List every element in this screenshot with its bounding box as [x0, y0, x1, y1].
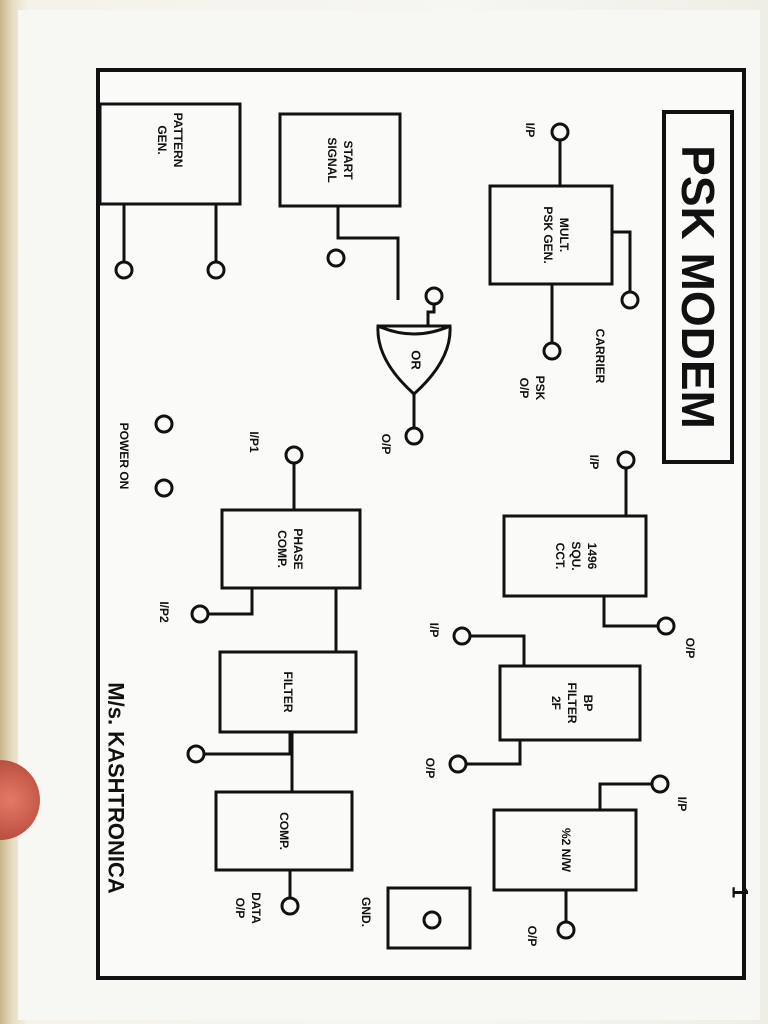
mult-label-2: PSK GEN. [541, 206, 555, 263]
or-gate-label: OR [409, 350, 424, 370]
bp-op-label: O/P [423, 758, 437, 779]
squ-label-2: SQU. [569, 541, 583, 570]
squaring-circuit-block [502, 514, 648, 598]
bp-label-1: BP [581, 695, 595, 712]
pattern-label-2: GEN. [155, 125, 169, 154]
or-output-socket[interactable] [404, 426, 424, 446]
data-op-label-2: O/P [233, 898, 247, 919]
psk-op-label-1: PSK [533, 376, 547, 401]
phase-ip2-socket[interactable] [190, 604, 210, 624]
div-input-socket[interactable] [650, 774, 670, 794]
start-label-2: SIGNAL [325, 137, 339, 182]
terminal-labels: I/P CARRIER PSK O/P O/P I/P O/P I/P O/P … [117, 123, 697, 947]
phase-ip1-socket[interactable] [284, 445, 304, 465]
filter-block [218, 650, 358, 734]
mult-ip-label: I/P [523, 123, 537, 138]
power-on-led-1 [154, 414, 174, 434]
pattern-socket-1[interactable] [114, 260, 134, 280]
gnd-label: GND. [359, 897, 373, 927]
bp-label-2: FILTER [565, 682, 579, 723]
squ-op-label: O/P [683, 638, 697, 659]
bp-ip-label: I/P [427, 623, 441, 638]
phase-label-2: COMP. [275, 530, 289, 568]
wires [122, 140, 664, 930]
phase-ip2-label: I/P2 [157, 601, 171, 623]
manufacturer: M/s. KASHTRONICA [104, 682, 129, 894]
pattern-socket-2[interactable] [206, 260, 226, 280]
start-label-1: START [341, 140, 355, 180]
block-labels: MULT. PSK GEN. 1496 SQU. CCT. BP FILTER … [155, 113, 599, 873]
psk-output-socket[interactable] [542, 341, 562, 361]
title: PSK MODEM [672, 145, 724, 429]
bp-output-socket[interactable] [448, 754, 468, 774]
carrier-socket[interactable] [620, 290, 640, 310]
gnd-socket[interactable] [422, 910, 442, 930]
squ-label-3: CCT. [553, 543, 567, 570]
filter-output-socket[interactable] [186, 744, 206, 764]
bp-filter-block [498, 664, 642, 742]
div-ip-label: I/P [675, 797, 689, 812]
data-op-label-1: DATA [249, 892, 263, 924]
comp-label: COMP. [277, 812, 291, 850]
power-on-label: POWER ON [117, 423, 131, 490]
div-label: %2 N/W [559, 828, 573, 873]
data-output-socket[interactable] [280, 896, 300, 916]
start-signal-socket[interactable] [326, 248, 346, 268]
squ-ip-label: I/P [587, 455, 601, 470]
page-number: 1 [728, 886, 753, 898]
div-output-socket[interactable] [556, 920, 576, 940]
div-op-label: O/P [525, 926, 539, 947]
carrier-label: CARRIER [593, 329, 607, 384]
or-op-label: O/P [379, 434, 393, 455]
psk-op-label-2: O/P [517, 378, 531, 399]
start-signal-block [278, 112, 402, 208]
bp-label-3: 2F [549, 696, 563, 710]
mult-label-1: MULT. [557, 218, 571, 252]
power-on-led-2 [154, 478, 174, 498]
or-input-socket[interactable] [424, 286, 444, 306]
pattern-gen-block [98, 102, 242, 206]
phase-ip1-label: I/P1 [247, 431, 261, 453]
title-box [662, 110, 734, 464]
filter-label: FILTER [281, 671, 295, 712]
bp-input-socket[interactable] [452, 626, 472, 646]
or-gate [376, 324, 452, 397]
mult-input-socket[interactable] [550, 122, 570, 142]
squ-input-socket[interactable] [616, 450, 636, 470]
squ-label-1: 1496 [585, 543, 599, 570]
divider-network-block [492, 808, 638, 892]
squ-output-socket[interactable] [656, 616, 676, 636]
phase-comp-block [220, 508, 362, 590]
pattern-label-1: PATTERN [171, 113, 185, 168]
mult-psk-gen-block [488, 184, 614, 286]
phase-label-1: PHASE [291, 528, 305, 569]
terminals [114, 122, 676, 940]
comp-block [214, 790, 354, 872]
